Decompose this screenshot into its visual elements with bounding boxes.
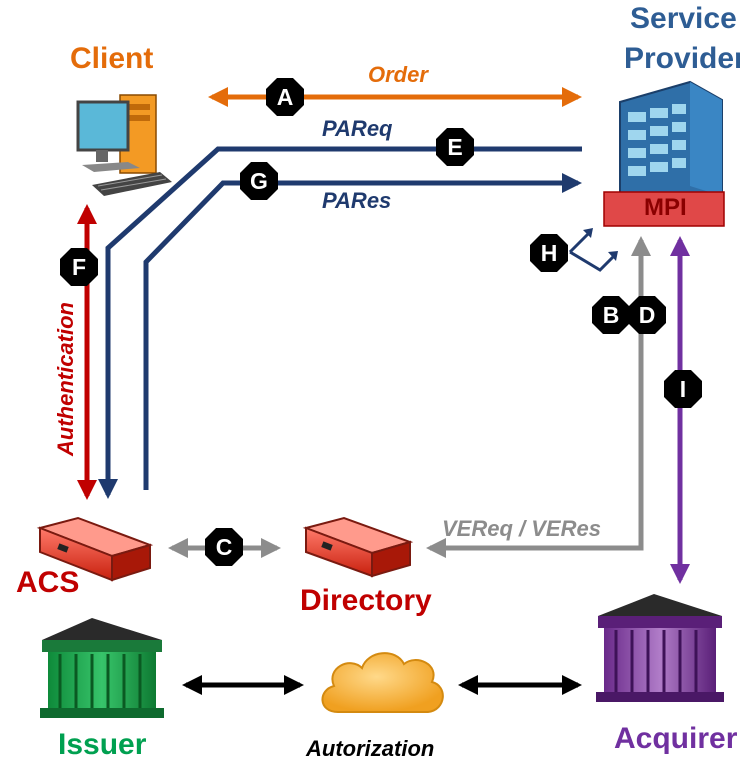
vereq-veres-arrow <box>426 236 651 558</box>
client-label: Client <box>70 42 154 75</box>
directory-server-icon <box>302 516 414 578</box>
acs-server-icon <box>36 516 154 582</box>
acs-label: ACS <box>16 566 80 599</box>
order-label: Order <box>368 62 428 87</box>
step-h-badge: H <box>530 234 568 272</box>
step-c-badge: C <box>205 528 243 566</box>
authorization-label: Autorization <box>306 736 435 761</box>
directory-label: Directory <box>300 584 432 617</box>
issuer-bank-icon <box>40 618 164 718</box>
step-a-badge: A <box>266 78 304 116</box>
service-provider-label-line1: Service <box>630 2 737 35</box>
step-g-badge: G <box>240 162 278 200</box>
mpi-label: MPI <box>644 194 687 221</box>
acquirer-bank-icon <box>596 594 724 702</box>
mpi-self-arrows <box>568 230 617 272</box>
client-computer-icon <box>76 94 172 196</box>
authentication-label: Authentication <box>53 302 78 456</box>
acquirer-label: Acquirer <box>614 722 738 755</box>
issuer-label: Issuer <box>58 728 147 761</box>
step-e-badge: E <box>436 128 474 166</box>
step-d-badge: D <box>628 296 666 334</box>
service-provider-building-icon <box>619 80 723 212</box>
pares-arrow <box>143 173 582 490</box>
step-f-badge: F <box>60 248 98 286</box>
authorization-cloud-icon <box>321 652 444 713</box>
pareq-label: PAReq <box>322 116 393 141</box>
vereq-veres-label: VEReq / VERes <box>442 516 601 541</box>
step-b-badge: B <box>592 296 630 334</box>
service-provider-label-line2: Provider <box>624 42 740 75</box>
mpi-box <box>603 191 725 227</box>
pareq-arrow <box>98 146 582 499</box>
step-i-badge: I <box>664 370 702 408</box>
pares-label: PARes <box>322 188 392 213</box>
